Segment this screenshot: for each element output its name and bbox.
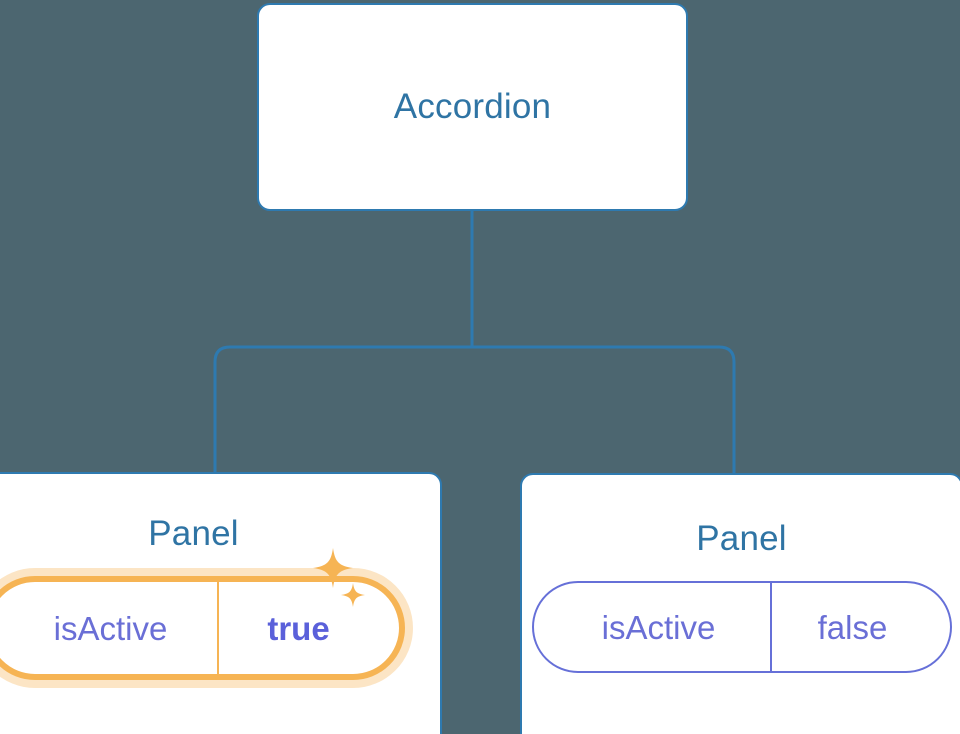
prop-key: isActive	[53, 609, 168, 647]
node-panel-inactive-body: Panel isActive false	[522, 519, 960, 673]
prop-pill-inactive-wrap: isActive false	[531, 581, 952, 673]
node-panel-inactive-title: Panel	[696, 519, 787, 558]
prop-pill-isactive-false[interactable]: isActive false	[531, 581, 952, 673]
sparkle-icon-large	[312, 548, 353, 588]
node-panel-active-body: Panel isActive true	[0, 514, 440, 680]
node-accordion-title: Accordion	[393, 87, 552, 126]
node-panel-active-title: Panel	[148, 514, 239, 553]
prop-key: isActive	[601, 608, 716, 646]
sparkle-icon-small	[340, 583, 365, 607]
connector-to-panel-right	[472, 345, 736, 474]
prop-pill-isactive-true[interactable]: isActive true	[0, 576, 405, 680]
prop-value: true	[216, 582, 399, 674]
node-panel-active[interactable]: Panel isActive true	[0, 472, 442, 734]
node-panel-inactive[interactable]: Panel isActive false	[520, 473, 960, 734]
connector-to-panel-left	[213, 345, 472, 474]
node-accordion[interactable]: Accordion	[257, 3, 688, 211]
prop-value: false	[769, 583, 950, 671]
prop-pill-active-wrap: isActive true	[0, 548, 405, 680]
